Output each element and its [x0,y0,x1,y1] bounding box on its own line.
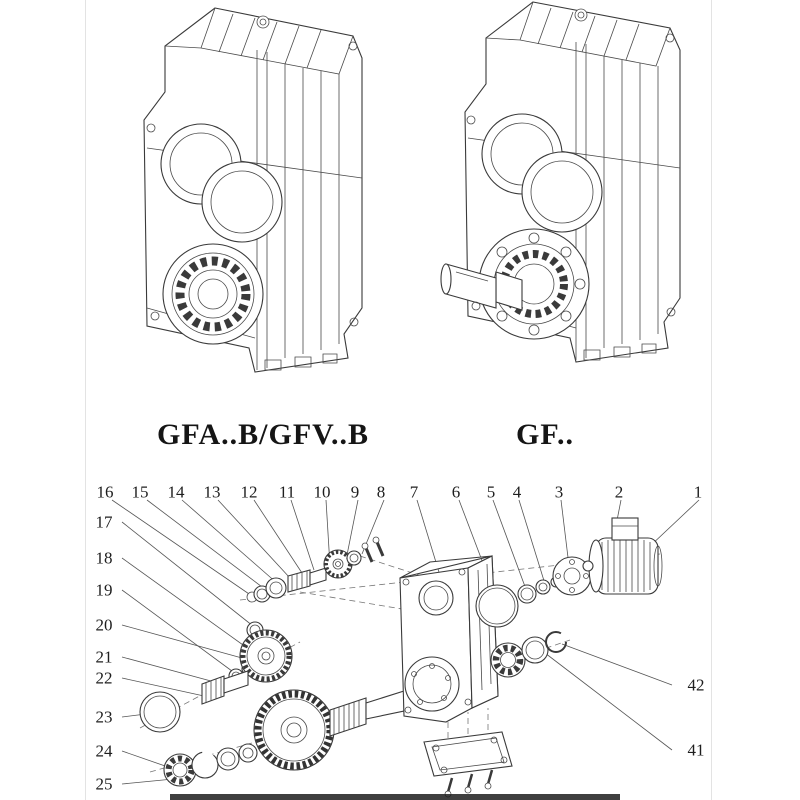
callout-14: 14 [167,482,185,502]
callout-8: 8 [376,482,386,502]
cover-plate-parts [423,731,513,798]
callout-19: 19 [95,580,113,600]
gearbox-drawings [143,1,681,373]
callout-1: 1 [693,482,703,502]
callout-23: 23 [95,707,113,727]
output-shaft [440,263,523,311]
gearbox-drawing-gfab [143,7,363,373]
callout-20: 20 [95,615,113,635]
page-edge-left [85,0,86,800]
callout-22: 22 [95,668,113,688]
callout-41: 41 [687,740,705,760]
callout-21: 21 [95,647,113,667]
seal-ring-parts [475,556,592,628]
callout-24: 24 [95,741,113,761]
model-label-left: GFA..B/GFV..B [157,418,369,451]
callout-11: 11 [278,482,296,502]
input-shaft-parts [246,536,385,603]
callout-5: 5 [486,482,496,502]
bottom-crop-bar [170,794,620,800]
output-bearing-parts [490,631,567,678]
callout-7: 7 [409,482,419,502]
callout-2: 2 [614,482,624,502]
gearbox-drawing-gf [440,1,681,363]
callout-25: 25 [95,774,113,794]
model-label-right: GF.. [516,418,574,451]
callout-42: 42 [687,675,705,695]
callout-12: 12 [240,482,258,502]
callout-16: 16 [96,482,114,502]
callout-18: 18 [95,548,113,568]
callout-10: 10 [313,482,331,502]
intermediate-shaft-parts [139,621,293,787]
callout-15: 15 [131,482,149,502]
output-gear-parts [253,689,417,771]
callout-6: 6 [451,482,461,502]
leader-lines [111,499,700,785]
callout-13: 13 [203,482,221,502]
callout-17: 17 [95,512,113,532]
callout-9: 9 [350,482,360,502]
gear-housing [399,555,499,723]
callout-4: 4 [512,482,522,502]
motor [582,517,663,595]
page-edge-right [711,0,712,800]
callout-3: 3 [554,482,564,502]
exploded-parts-diagram [111,499,700,800]
